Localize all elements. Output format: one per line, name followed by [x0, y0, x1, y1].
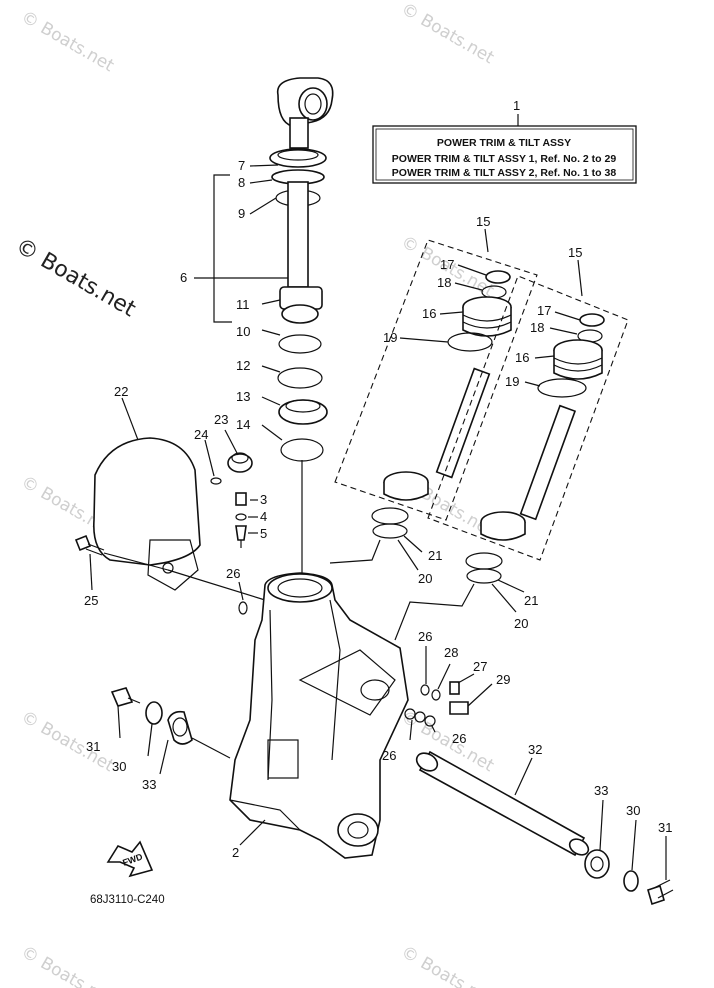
callout-3: 3	[260, 492, 267, 507]
callout-31: 31	[86, 739, 100, 754]
watermark-text: © Boats.net	[18, 7, 118, 76]
motor-cover	[93, 437, 201, 591]
manual-valve-group-right	[427, 275, 629, 561]
callout-4: 4	[260, 509, 267, 524]
callout-19: 19	[383, 330, 397, 345]
callout-30: 30	[626, 803, 640, 818]
callout-10: 10	[236, 324, 250, 339]
bolt-25	[74, 534, 105, 556]
callout-1: 1	[513, 98, 520, 113]
callout-22: 22	[114, 384, 128, 399]
callout-12: 12	[236, 358, 250, 373]
fwd-arrow: FWD	[106, 840, 154, 878]
callout-7: 7	[238, 158, 245, 173]
callout-26: 26	[382, 748, 396, 763]
callout-16: 16	[515, 350, 529, 365]
callout-24: 24	[194, 427, 208, 442]
callout-15: 15	[476, 214, 490, 229]
callout-26: 26	[226, 566, 240, 581]
callout-numbers: 2 3 4 5 6 7 8 9 10 11 12 13 14 15 15 16 …	[84, 158, 672, 860]
orings-left	[371, 507, 409, 539]
callout-28: 28	[444, 645, 458, 660]
small-valves	[235, 492, 247, 548]
callout-15: 15	[568, 245, 582, 260]
callout-21: 21	[428, 548, 442, 563]
tilt-rod-assembly	[269, 77, 334, 324]
callout-25: 25	[84, 593, 98, 608]
callout-8: 8	[238, 175, 245, 190]
right-hardware	[584, 849, 674, 906]
callout-26: 26	[452, 731, 466, 746]
callout-6: 6	[180, 270, 187, 285]
callout-30: 30	[112, 759, 126, 774]
callout-33: 33	[142, 777, 156, 792]
title-line-2: POWER TRIM & TILT ASSY 1, Ref. No. 2 to …	[392, 153, 617, 165]
title-line-1: POWER TRIM & TILT ASSY	[437, 137, 571, 149]
callout-9: 9	[238, 206, 245, 221]
watermark-text: © Boats.net	[18, 707, 118, 776]
left-hardware	[110, 687, 193, 745]
assembly-title-box: 1 POWER TRIM & TILT ASSY POWER TRIM & TI…	[372, 98, 637, 184]
callout-16: 16	[422, 306, 436, 321]
callout-2: 2	[232, 845, 239, 860]
callout-20: 20	[514, 616, 528, 631]
main-body	[229, 572, 409, 859]
filter-and-ring	[210, 452, 253, 485]
cylinder-seals	[277, 334, 328, 462]
callout-20: 20	[418, 571, 432, 586]
callout-18: 18	[530, 320, 544, 335]
watermark-text: © Boats.net	[398, 942, 498, 988]
tilt-tube	[415, 750, 590, 857]
callout-27: 27	[473, 659, 487, 674]
callout-11: 11	[236, 297, 250, 312]
watermark-text-bold: © Boats.net	[11, 234, 140, 323]
callout-26: 26	[418, 629, 432, 644]
callout-21: 21	[524, 593, 538, 608]
title-line-3: POWER TRIM & TILT ASSY 2, Ref. No. 1 to …	[392, 167, 617, 179]
callout-23: 23	[214, 412, 228, 427]
callout-13: 13	[236, 389, 250, 404]
small-fittings	[238, 601, 469, 727]
callout-18: 18	[437, 275, 451, 290]
callout-31: 31	[658, 820, 672, 835]
callout-32: 32	[528, 742, 542, 757]
callout-19: 19	[505, 374, 519, 389]
callout-17: 17	[537, 303, 551, 318]
orings-right	[465, 552, 503, 584]
watermark-text: © Boats.net	[18, 942, 118, 988]
callout-29: 29	[496, 672, 510, 687]
callout-14: 14	[236, 417, 250, 432]
callout-33: 33	[594, 783, 608, 798]
callout-5: 5	[260, 526, 267, 541]
watermark-text: © Boats.net	[398, 0, 498, 68]
callout-17: 17	[440, 257, 454, 272]
part-code: 68J3110-C240	[90, 894, 165, 906]
